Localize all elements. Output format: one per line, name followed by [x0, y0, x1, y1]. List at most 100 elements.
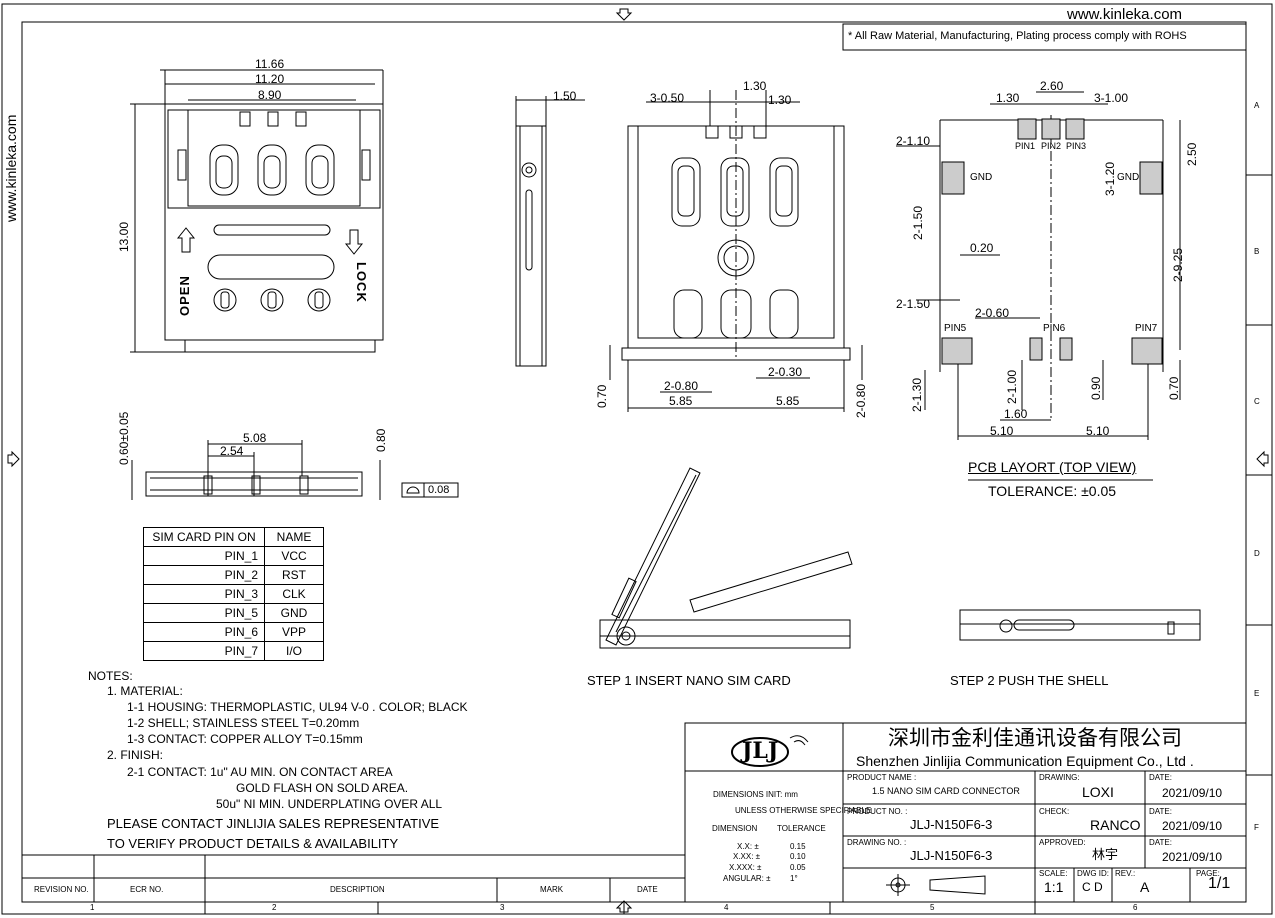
pcb-dim-0-90: 0.90 — [1089, 376, 1103, 400]
dim-1-50: 1.50 — [553, 89, 577, 103]
dim-0-60: 0.60±0.05 — [117, 411, 131, 465]
pcb-dim-2-9-25: 2-9.25 — [1171, 247, 1185, 282]
company-name-cn: 深圳市金利佳通讯设备有限公司 — [888, 726, 1182, 750]
scale-label: SCALE: — [1039, 869, 1068, 878]
pin5-label: PIN5 — [944, 323, 967, 334]
lock-label: LOCK — [354, 262, 369, 303]
name-cell: GND — [264, 603, 324, 623]
pin-cell: PIN_1 — [143, 546, 265, 566]
date-label: DATE: — [1149, 807, 1172, 816]
pcb-dim-5-10-right: 5.10 — [1086, 424, 1110, 438]
product-no-label: PRODUCT NO. : — [847, 807, 908, 816]
dim-2-54: 2.54 — [220, 444, 244, 458]
pin3-label: PIN3 — [1066, 141, 1087, 151]
name-cell: I/O — [264, 641, 324, 661]
zone-label: 2 — [272, 903, 277, 912]
name-cell: VCC — [264, 546, 324, 566]
page-label: PAGE: — [1196, 869, 1220, 878]
inner-frame — [21, 21, 1247, 903]
pcb-dim-3-1-00: 3-1.00 — [1094, 91, 1129, 105]
pin-cell: PIN_7 — [143, 641, 265, 661]
zone-label: 4 — [724, 903, 729, 912]
title-block-lines — [684, 722, 1247, 903]
dim-5-85-left: 5.85 — [669, 394, 693, 408]
step2-caption: STEP 2 PUSH THE SHELL — [950, 673, 1109, 688]
website-url[interactable]: www.kinleka.com — [1067, 6, 1183, 23]
tol-label: X.XXX: ± — [729, 863, 762, 872]
check-label: CHECK: — [1039, 807, 1070, 816]
name-cell: VPP — [264, 622, 324, 642]
dim-13-00: 13.00 — [117, 221, 131, 252]
tol-label: X.XX: ± — [733, 852, 761, 861]
date-2: 2021/09/10 — [1162, 819, 1223, 833]
zone-label: 3 — [500, 903, 505, 912]
top-view-drawing — [164, 70, 384, 353]
pcb-dim-2-1-10: 2-1.10 — [896, 134, 931, 148]
notes-line: 1-2 SHELL; STAINLESS STEEL T=0.20mm — [127, 716, 360, 730]
jlj-logo — [731, 735, 809, 767]
dim-11-20: 11.20 — [255, 72, 285, 86]
tol-value: 1° — [790, 874, 798, 883]
checked-by: RANCO — [1090, 817, 1141, 833]
pcb-dim-3-1-20: 3-1.20 — [1103, 161, 1117, 196]
pcb-dim-0-70: 0.70 — [1167, 376, 1181, 400]
notes-line: 50u" NI MIN. UNDERPLATING OVER ALL — [216, 797, 443, 811]
unless-spec: UNLESS OTHERWISE SPECIFIABLE — [735, 806, 872, 815]
ecr-no-header: ECR NO. — [130, 885, 164, 894]
rev-no-header: REVISION NO. — [34, 885, 89, 894]
zone-label: 1 — [90, 903, 95, 912]
description-header: DESCRIPTION — [330, 885, 385, 894]
gnd-label-right: GND — [1117, 172, 1140, 183]
tolerance-header: TOLERANCE — [777, 824, 826, 833]
pin-cell: PIN_5 — [143, 603, 265, 623]
product-name-label: PRODUCT NAME : — [847, 773, 917, 782]
pcb-dim-1-30: 1.30 — [996, 91, 1020, 105]
pcb-dim-2-1-50-v: 2-1.50 — [911, 205, 925, 240]
mark-header: MARK — [540, 885, 564, 894]
page-value: 1/1 — [1208, 875, 1231, 892]
pcb-dim-2-1-30: 2-1.30 — [910, 377, 924, 412]
profile-view-drawing — [131, 440, 459, 500]
step1-drawing — [599, 467, 853, 649]
pin-table-header-pin: SIM CARD PIN ON — [143, 527, 265, 547]
date-label: DATE: — [1149, 838, 1172, 847]
rev-value: A — [1140, 879, 1150, 895]
notes-verify: TO VERIFY PRODUCT DETAILS & AVAILABILITY — [107, 836, 399, 851]
dim-5-85-right: 5.85 — [776, 394, 800, 408]
drawing-label: DRAWING: — [1039, 773, 1080, 782]
company-name-en: Shenzhen Jinlijia Communication Equipmen… — [856, 753, 1194, 769]
zone-label: A — [1254, 101, 1260, 110]
name-cell: RST — [264, 565, 324, 585]
pcb-dim-2-1-50-h: 2-1.50 — [896, 297, 931, 311]
name-cell: CLK — [264, 584, 324, 604]
date-label: DATE: — [1149, 773, 1172, 782]
zone-label: C — [1254, 397, 1260, 406]
pin-table-header: SIM CARD PIN ON NAME — [143, 527, 324, 547]
dim-3-0-50: 3-0.50 — [650, 91, 685, 105]
tol-label: ANGULAR: ± — [723, 874, 771, 883]
rev-label: REV.: — [1115, 869, 1136, 878]
pcb-dim-5-10-left: 5.10 — [990, 424, 1014, 438]
side-website-url: www.kinleka.com — [3, 114, 19, 222]
zone-label: D — [1254, 549, 1260, 558]
pin-cell: PIN_6 — [143, 622, 265, 642]
flatness-value: 0.08 — [428, 484, 450, 496]
zone-label: 5 — [930, 903, 935, 912]
gnd-label-left: GND — [970, 172, 993, 183]
open-label: OPEN — [177, 275, 192, 316]
step1-caption: STEP 1 INSERT NANO SIM CARD — [587, 673, 791, 688]
dim-unit: DIMENSIONS INIT: mm — [713, 790, 798, 799]
dim-0-80: 0.80 — [374, 428, 388, 452]
pcb-dim-0-20: 0.20 — [970, 241, 994, 255]
pin2-label: PIN2 — [1041, 141, 1062, 151]
dim-2-0-80-bottom: 2-0.80 — [664, 379, 699, 393]
product-name: 1.5 NANO SIM CARD CONNECTOR — [872, 786, 1020, 796]
notes-line: 1-1 HOUSING: THERMOPLASTIC, UL94 V-0 . C… — [127, 700, 468, 714]
dwg-id-value: C D — [1082, 880, 1103, 894]
pcb-dim-2-1-00: 2-1.00 — [1005, 369, 1019, 404]
tol-label: X.X: ± — [737, 842, 759, 851]
